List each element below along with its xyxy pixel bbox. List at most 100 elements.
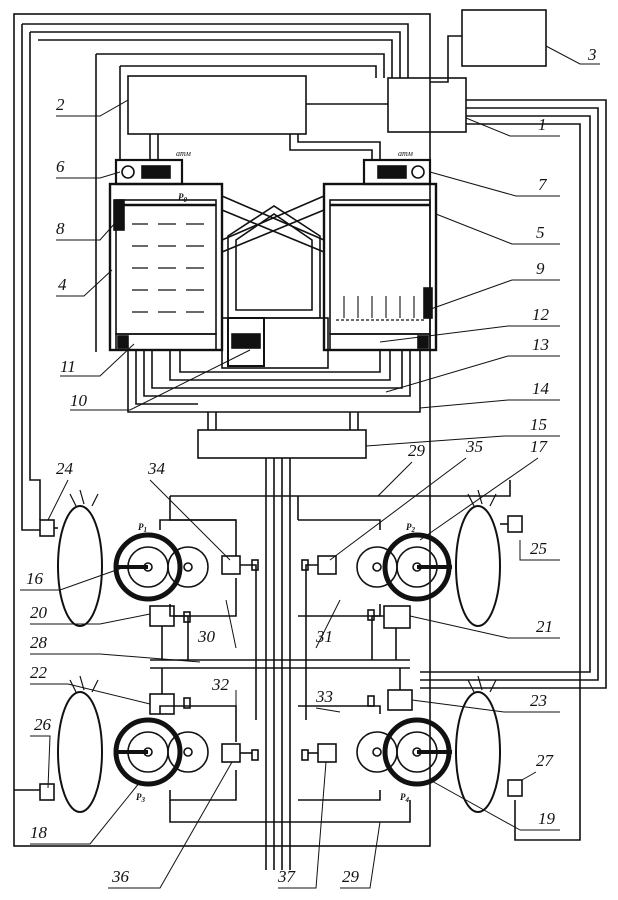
sensor-8 xyxy=(114,200,124,230)
callout-19: 19 xyxy=(538,809,556,828)
callout-27: 27 xyxy=(536,751,555,770)
box-37 xyxy=(318,744,336,762)
callout-33: 33 xyxy=(315,687,333,706)
box-15-links xyxy=(208,412,358,430)
box-2 xyxy=(128,76,306,134)
box-15 xyxy=(198,430,366,458)
sensor-27 xyxy=(508,780,522,796)
pump-18-gear-b xyxy=(168,732,208,772)
wire-box3 xyxy=(430,36,462,82)
valve-7-wheel xyxy=(412,166,424,178)
plate-12-mark xyxy=(418,336,428,348)
leader-lines xyxy=(20,46,600,888)
valve-6-core xyxy=(142,166,170,178)
callout-14: 14 xyxy=(532,379,550,398)
pump-19-gear-a xyxy=(357,732,397,772)
box-3 xyxy=(462,10,546,66)
wire-27 xyxy=(466,124,580,840)
wheel-p3-lines xyxy=(70,676,98,692)
label-p1: P1 xyxy=(138,522,147,534)
label-p0: P0 xyxy=(178,192,188,204)
tank-4-liquid xyxy=(132,224,204,312)
box-37-tab xyxy=(302,750,308,760)
pump-16-hub-b xyxy=(184,563,192,571)
sensor-9 xyxy=(424,288,432,318)
wire-24 xyxy=(22,24,40,530)
callout-29-bottom: 29 xyxy=(342,867,360,886)
pump-19-hub-a xyxy=(373,748,381,756)
wheel-p1 xyxy=(58,506,102,626)
callout-6: 6 xyxy=(56,157,65,176)
callout-4: 4 xyxy=(58,275,67,294)
line-29-top xyxy=(170,480,510,520)
callout-10: 10 xyxy=(70,391,88,410)
callout-23: 23 xyxy=(530,691,547,710)
callout-1: 1 xyxy=(538,115,547,134)
pump-17-hub-a xyxy=(373,563,381,571)
sensor-26 xyxy=(40,784,54,800)
callout-37: 37 xyxy=(277,867,297,886)
callout-11: 11 xyxy=(60,357,76,376)
box-21 xyxy=(384,606,410,628)
pipes-inner xyxy=(170,350,390,380)
label-p2: P2 xyxy=(406,522,416,534)
callout-16: 16 xyxy=(26,569,44,588)
wheel-p4 xyxy=(456,692,500,812)
box-36 xyxy=(222,744,240,762)
callout-2: 2 xyxy=(56,95,65,114)
label-atm-right: атм xyxy=(398,149,413,158)
callout-15: 15 xyxy=(530,415,547,434)
element-10-core xyxy=(232,334,260,348)
box-1 xyxy=(388,78,466,132)
callout-25: 25 xyxy=(530,539,547,558)
tank-4-inner xyxy=(116,200,216,334)
callout-22: 22 xyxy=(30,663,48,682)
main-trunk xyxy=(266,458,290,870)
plate-11 xyxy=(116,334,216,350)
callout-17: 17 xyxy=(530,437,549,456)
tank-5-arrows xyxy=(344,296,414,318)
line-34 xyxy=(240,565,256,720)
box-35 xyxy=(318,556,336,574)
callout-8: 8 xyxy=(56,219,65,238)
valve-6-wheel xyxy=(122,166,134,178)
callout-30: 30 xyxy=(197,627,216,646)
sensor-24 xyxy=(40,520,54,536)
label-atm-left: атм xyxy=(176,149,191,158)
wheel-p1-lines xyxy=(70,490,98,506)
callout-9: 9 xyxy=(536,259,545,278)
box-23-tab xyxy=(368,696,374,706)
label-p3: P3 xyxy=(136,792,146,804)
wheel-p4-lines xyxy=(468,676,496,692)
pump-18-hub-b xyxy=(184,748,192,756)
pump-16-housing xyxy=(160,520,236,616)
callout-5: 5 xyxy=(536,223,545,242)
tank-4 xyxy=(110,184,222,350)
callout-21: 21 xyxy=(536,617,553,636)
right-wires xyxy=(420,100,606,688)
callout-18: 18 xyxy=(30,823,48,842)
wheel-p2 xyxy=(456,506,500,626)
box-34 xyxy=(222,556,240,574)
callout-12: 12 xyxy=(532,305,550,324)
callout-29-top: 29 xyxy=(408,441,426,460)
callout-32: 32 xyxy=(211,675,230,694)
pump-17-gear-a xyxy=(357,547,397,587)
callout-20: 20 xyxy=(30,603,48,622)
top-wires xyxy=(22,24,408,78)
box-20-tab xyxy=(184,612,190,622)
central-house xyxy=(228,206,320,318)
callout-13: 13 xyxy=(532,335,549,354)
wheel-p3 xyxy=(58,692,102,812)
crossing-pipes xyxy=(222,196,324,252)
pump-18-housing xyxy=(160,706,236,800)
callout-24: 24 xyxy=(56,459,74,478)
callout-35: 35 xyxy=(465,437,483,456)
label-p4: P4 xyxy=(400,792,410,804)
callout-3: 3 xyxy=(587,45,597,64)
callout-numbers: 1 2 3 4 5 6 7 8 9 10 11 12 13 14 15 16 1… xyxy=(26,45,597,886)
callout-31: 31 xyxy=(315,627,333,646)
box-21-tab xyxy=(368,610,374,620)
